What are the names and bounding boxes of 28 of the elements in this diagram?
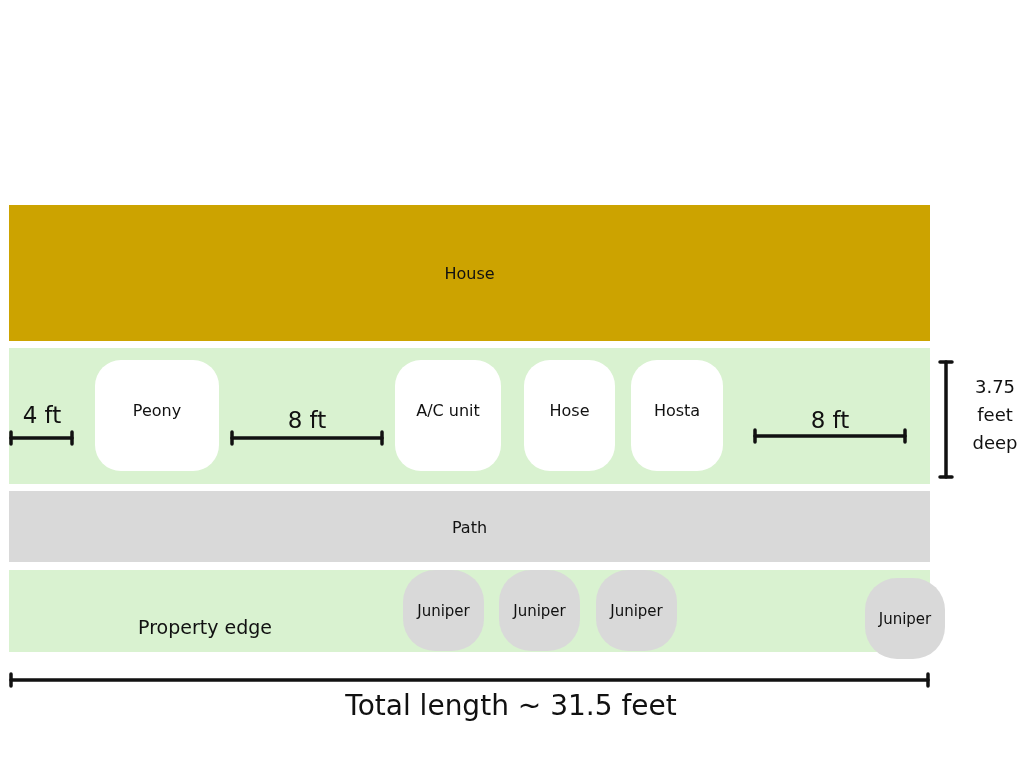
dimension-label: 3.75 feet deep bbox=[971, 375, 1019, 455]
garden-bed-band bbox=[9, 348, 930, 484]
dimension-label: 4 ft bbox=[22, 402, 62, 430]
node-label: A/C unit bbox=[416, 400, 480, 420]
node-label: Juniper bbox=[513, 601, 566, 620]
property-edge-band bbox=[9, 570, 930, 652]
shrub-spot bbox=[865, 578, 945, 659]
plant-spot bbox=[524, 360, 615, 471]
node-label: Juniper bbox=[878, 609, 932, 628]
node-label: Juniper bbox=[610, 601, 663, 620]
plant-spot bbox=[631, 360, 723, 471]
node-label: Property edge bbox=[138, 616, 272, 639]
node-label: Hosta bbox=[653, 400, 701, 420]
node-label: Hose bbox=[549, 400, 590, 420]
node-label: Peony bbox=[132, 400, 182, 420]
shrub-spot bbox=[596, 570, 677, 651]
shrub-spot bbox=[403, 570, 484, 651]
shrub-spot bbox=[499, 570, 580, 651]
dimension-label: 8 ft bbox=[810, 407, 850, 435]
house-band bbox=[9, 205, 930, 341]
node-label: Juniper bbox=[417, 601, 470, 620]
dimension-label: Total length ~ 31.5 feet bbox=[345, 689, 677, 723]
node-label: Path bbox=[451, 517, 488, 536]
plant-spot bbox=[395, 360, 501, 471]
dimension-label: 8 ft bbox=[287, 407, 327, 435]
node-label: House bbox=[444, 263, 495, 283]
path-band bbox=[9, 491, 930, 562]
plant-spot bbox=[95, 360, 219, 471]
